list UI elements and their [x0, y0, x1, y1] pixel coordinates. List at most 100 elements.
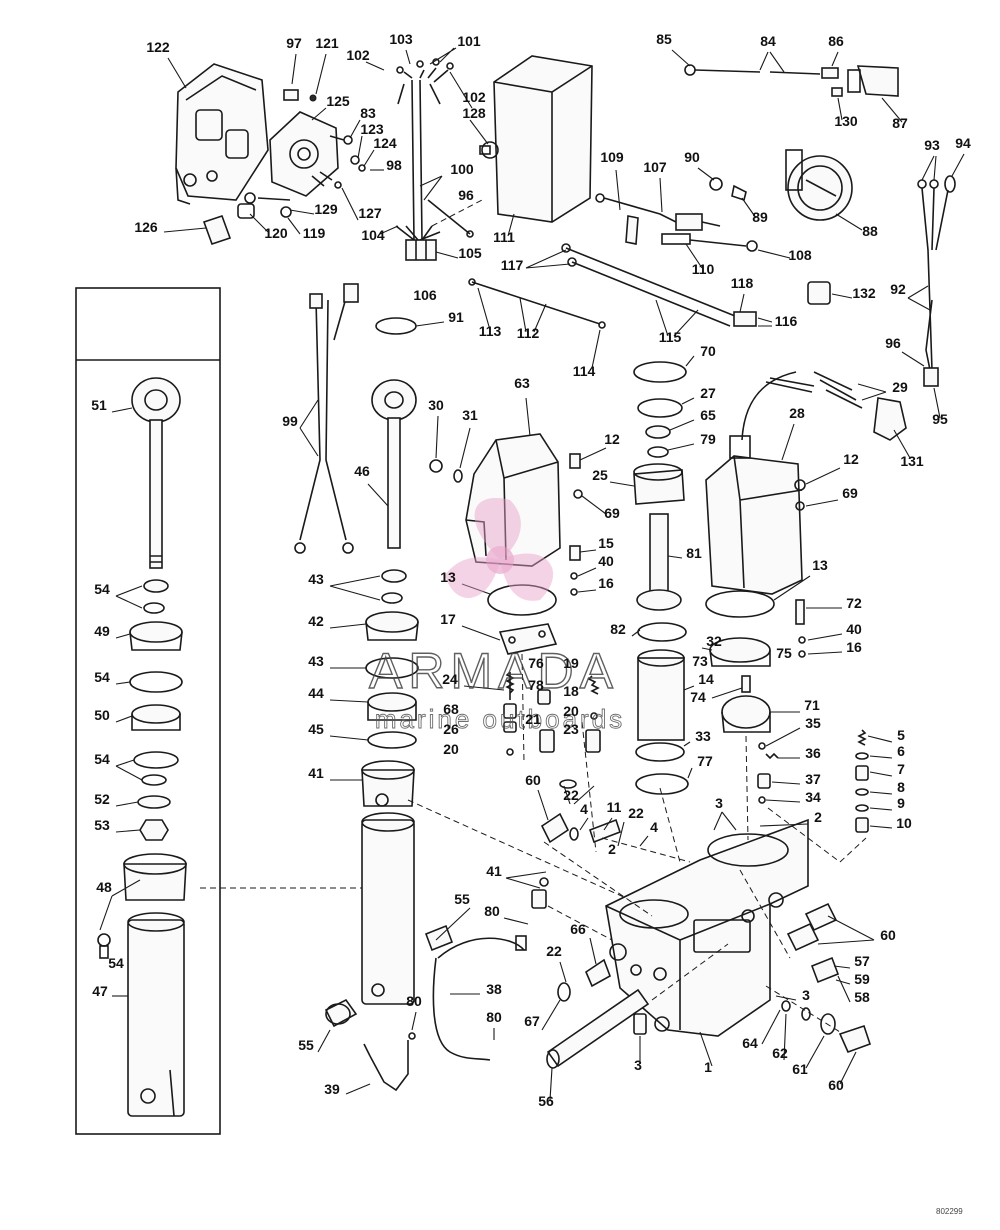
part-label-22b: 22 [628, 805, 644, 821]
part-label-19: 19 [563, 655, 579, 671]
part-label-54a: 54 [94, 581, 110, 597]
part-label-105: 105 [458, 245, 482, 261]
part-label-65: 65 [700, 407, 716, 423]
part-label-45: 45 [308, 721, 324, 737]
part-label-77: 77 [697, 753, 713, 769]
part-label-115: 115 [659, 329, 682, 345]
part-label-114: 114 [573, 363, 596, 379]
part-label-68: 68 [443, 701, 459, 717]
part-label-91: 91 [448, 309, 464, 325]
part-label-106: 106 [413, 287, 437, 303]
part-label-108: 108 [788, 247, 812, 263]
inset-panel [75, 287, 221, 1135]
part-label-109: 109 [600, 149, 624, 165]
valves-center [503, 671, 601, 789]
part-label-13b: 13 [812, 557, 828, 573]
part-label-1: 1 [704, 1059, 712, 1075]
part-label-31: 31 [462, 407, 478, 423]
part-label-90: 90 [684, 149, 700, 165]
part-label-80a: 80 [484, 903, 500, 919]
fittings-60 [531, 812, 872, 1054]
part-label-30: 30 [428, 397, 444, 413]
relay-housing-122 [175, 63, 269, 205]
part-label-85: 85 [656, 31, 672, 47]
part-label-28: 28 [789, 405, 805, 421]
part-label-21: 21 [525, 711, 541, 727]
part-label-96b: 96 [885, 335, 901, 351]
part-label-58: 58 [854, 989, 870, 1005]
part-label-113: 113 [479, 323, 502, 339]
part-label-26: 26 [443, 721, 459, 737]
part-label-76: 76 [528, 655, 544, 671]
part-label-59: 59 [854, 971, 870, 987]
part-label-83: 83 [360, 105, 376, 121]
part-label-81: 81 [686, 545, 702, 561]
cover-111 [479, 55, 593, 223]
part-label-56: 56 [538, 1093, 554, 1109]
part-label-61: 61 [792, 1061, 808, 1077]
part-label-110: 110 [692, 261, 715, 277]
part-label-2b: 2 [608, 841, 616, 857]
oring-13-left [487, 584, 557, 616]
alignment-dashes [200, 199, 867, 1033]
part-label-74: 74 [690, 689, 706, 705]
part-label-117: 117 [501, 257, 524, 273]
part-label-54b: 54 [94, 669, 110, 685]
part-label-38: 38 [486, 981, 502, 997]
clamp-91 [375, 317, 417, 335]
part-label-79: 79 [700, 431, 716, 447]
part-label-96a: 96 [458, 187, 474, 203]
part-label-127: 127 [358, 205, 382, 221]
harness-115 [561, 243, 757, 327]
cover-63 [465, 433, 561, 567]
cylinder-47 [97, 853, 187, 1117]
part-label-32: 32 [706, 633, 722, 649]
cylinder-41 [361, 760, 415, 1005]
oring-13-right [705, 590, 775, 618]
part-label-4a: 4 [580, 801, 588, 817]
tube-38 [432, 935, 527, 1061]
part-label-89: 89 [752, 209, 768, 225]
drawing-number: 802299 [936, 1207, 963, 1216]
part-label-70: 70 [700, 343, 716, 359]
tube-39 [363, 1032, 416, 1092]
part-label-20b: 20 [443, 741, 459, 757]
part-label-78: 78 [528, 677, 544, 693]
part-label-46: 46 [354, 463, 370, 479]
watermark: ARMADA marine outboards [368, 498, 623, 734]
part-label-48: 48 [96, 879, 112, 895]
part-label-72: 72 [846, 595, 862, 611]
part-label-23: 23 [563, 721, 579, 737]
part-label-8: 8 [897, 779, 905, 795]
part-label-55b: 55 [298, 1037, 314, 1053]
part-label-53: 53 [94, 817, 110, 833]
part-label-126: 126 [134, 219, 158, 235]
part-label-35: 35 [805, 715, 821, 731]
part-label-71: 71 [804, 697, 820, 713]
rod-56 [546, 988, 650, 1069]
part-label-47: 47 [92, 983, 108, 999]
part-label-54c: 54 [94, 751, 110, 767]
part-label-62: 62 [772, 1045, 788, 1061]
part-label-3c: 3 [634, 1057, 642, 1073]
part-label-6: 6 [897, 743, 905, 759]
part-label-9: 9 [897, 795, 905, 811]
inset-seals [129, 579, 183, 841]
part-label-101: 101 [457, 33, 481, 49]
part-label-43a: 43 [308, 571, 324, 587]
part-label-97: 97 [286, 35, 302, 51]
gauge-88 [785, 149, 853, 221]
part-label-36: 36 [805, 745, 821, 761]
part-label-66: 66 [570, 921, 586, 937]
harness-112 [468, 278, 606, 329]
part-label-99: 99 [282, 413, 298, 429]
part-label-94: 94 [955, 135, 971, 151]
part-label-14: 14 [698, 671, 714, 687]
part-label-69a: 69 [604, 505, 620, 521]
part-label-84: 84 [760, 33, 776, 49]
part-label-87: 87 [892, 115, 908, 131]
part-label-51: 51 [91, 397, 107, 413]
part-label-107: 107 [643, 159, 667, 175]
part-label-42: 42 [308, 613, 324, 629]
part-label-4b: 4 [650, 819, 658, 835]
